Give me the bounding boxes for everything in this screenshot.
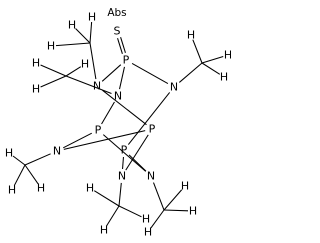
atom-label-H12: H bbox=[37, 182, 45, 195]
atom-label-H9: H bbox=[220, 71, 228, 84]
atom-label-H5: H bbox=[32, 83, 40, 96]
bond-C6-H17 bbox=[163, 209, 189, 212]
bond-N6-C6 bbox=[153, 182, 165, 211]
bond-C4-H11 bbox=[13, 164, 26, 186]
atom-label-H14: H bbox=[100, 224, 108, 237]
bond-C1-H1 bbox=[75, 28, 91, 44]
bond-N3-P4 bbox=[127, 92, 171, 145]
atom-label-H3: H bbox=[88, 11, 96, 24]
atom-label-N2: N bbox=[114, 90, 122, 103]
bond-P1-N1 bbox=[101, 64, 122, 82]
bond-P2-N5 bbox=[125, 134, 149, 171]
bond-S-P1 bbox=[120, 37, 126, 53]
bond-N3-C3 bbox=[178, 62, 203, 83]
bond-P3-N6 bbox=[102, 134, 147, 172]
stereo-flag-label: Abs bbox=[107, 7, 126, 19]
bond-C6-H16 bbox=[150, 209, 165, 229]
atom-label-H16: H bbox=[144, 226, 152, 239]
bond-N5-C5 bbox=[118, 182, 122, 207]
bond-C3-H9 bbox=[201, 62, 221, 75]
bond-P3-N4 bbox=[62, 132, 93, 149]
bond-N2-P3 bbox=[101, 101, 115, 125]
bond-C2-H6 bbox=[65, 66, 82, 77]
stereo-flag-layer: Abs bbox=[107, 7, 126, 19]
atom-label-H13: H bbox=[86, 182, 94, 195]
atom-label-P4: P bbox=[121, 144, 128, 157]
bond-S-P1 bbox=[117, 38, 123, 54]
atom-label-N5: N bbox=[118, 170, 126, 183]
atom-label-P1: P bbox=[123, 54, 130, 67]
bond-P4-N5 bbox=[122, 156, 124, 170]
atom-label-H8: H bbox=[187, 29, 195, 42]
atom-label-H11: H bbox=[8, 184, 16, 197]
bond-P4-N6 bbox=[128, 154, 147, 172]
bond-C1-H2 bbox=[55, 42, 91, 47]
bond-N1-P2 bbox=[102, 89, 147, 126]
bond-C5-H15 bbox=[118, 205, 142, 218]
bond-C4-H10 bbox=[12, 155, 26, 166]
bond-C5-H13 bbox=[93, 190, 120, 207]
bond-P1-N3 bbox=[131, 62, 169, 85]
atom-label-N1: N bbox=[93, 80, 101, 93]
bonds-layer bbox=[12, 21, 224, 229]
bond-P2-N4 bbox=[63, 130, 146, 150]
atom-label-H15: H bbox=[142, 213, 150, 226]
atom-label-P3: P bbox=[95, 124, 102, 137]
bond-C1-H3 bbox=[89, 21, 93, 44]
atom-label-H7: H bbox=[224, 49, 231, 62]
bond-P1-N2 bbox=[119, 66, 125, 90]
bond-C2-H4 bbox=[40, 64, 67, 77]
atom-label-H4: H bbox=[32, 57, 40, 70]
bond-C3-H8 bbox=[192, 39, 203, 64]
bond-N1-C1 bbox=[89, 42, 97, 80]
bond-N4-C4 bbox=[24, 153, 51, 166]
atom-label-H10: H bbox=[5, 147, 13, 160]
atom-label-N3: N bbox=[170, 81, 178, 94]
atom-label-S: S bbox=[114, 25, 121, 38]
bond-N2-C2 bbox=[65, 75, 112, 94]
atom-label-H1: H bbox=[68, 19, 76, 32]
atom-label-N6: N bbox=[147, 170, 155, 183]
atom-label-H6: H bbox=[81, 58, 89, 71]
atom-label-H17: H bbox=[189, 205, 197, 218]
atom-label-P2: P bbox=[149, 123, 156, 136]
atom-label-N4: N bbox=[53, 145, 61, 158]
bond-C5-H14 bbox=[106, 205, 120, 227]
atom-label-H2: H bbox=[47, 40, 55, 53]
bond-C2-H5 bbox=[40, 75, 67, 88]
bond-C3-H7 bbox=[201, 55, 224, 64]
atom-label-H18: H bbox=[181, 180, 189, 193]
bond-C6-H18 bbox=[163, 189, 183, 211]
bond-C4-H12 bbox=[24, 164, 39, 185]
